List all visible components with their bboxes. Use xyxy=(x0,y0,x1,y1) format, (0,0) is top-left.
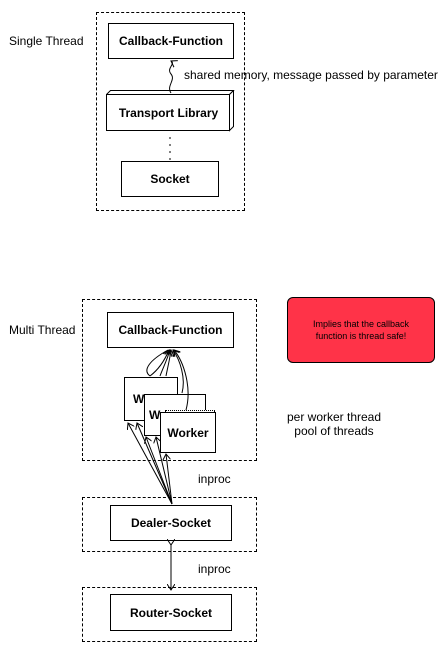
worker-pool-label-line-2: pool of threads xyxy=(294,424,374,438)
router-socket-box: Router-Socket xyxy=(110,594,232,631)
worker-pool-label: per worker thread pool of threads xyxy=(278,410,390,438)
inproc-label-upper: inproc xyxy=(198,472,231,486)
shared-memory-edge-label: shared memory, message passed by paramet… xyxy=(184,68,438,82)
single-thread-label: Single Thread xyxy=(9,34,84,48)
worker-pool-label-line-1: per worker thread xyxy=(286,410,382,424)
inproc-label-lower: inproc xyxy=(198,562,231,576)
worker-box-front: Worker xyxy=(160,412,216,453)
thread-safety-note: Implies that the callback function is th… xyxy=(287,297,435,363)
single-socket-box: Socket xyxy=(121,161,219,197)
single-thread-frame xyxy=(96,12,245,211)
multi-callback-function-box: Callback-Function xyxy=(107,312,234,348)
transport-library-box: Transport Library xyxy=(118,106,219,120)
transport-library-cube-shape xyxy=(106,90,235,132)
dealer-socket-box: Dealer-Socket xyxy=(110,505,232,541)
single-callback-function-box: Callback-Function xyxy=(108,23,234,59)
multi-thread-label: Multi Thread xyxy=(9,323,76,337)
